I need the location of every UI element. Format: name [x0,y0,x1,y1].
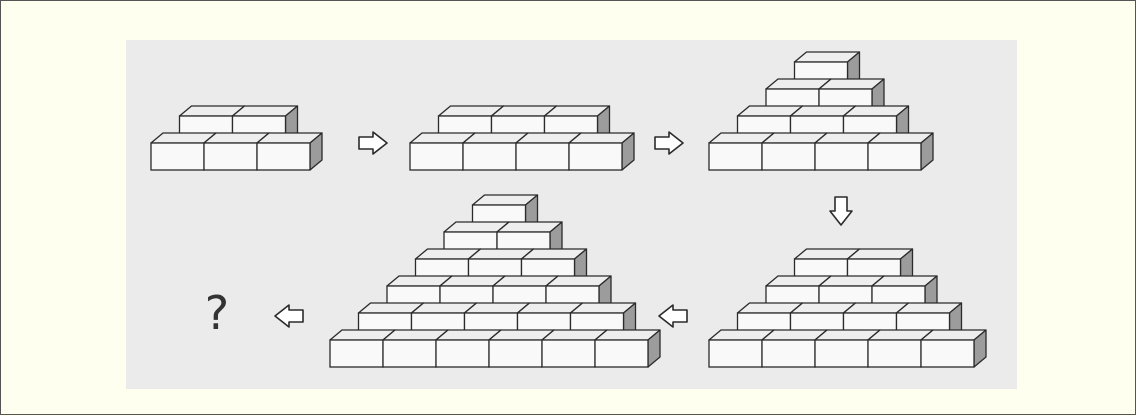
brick-pile-1 [151,106,322,170]
arrow-down-icon [830,197,852,225]
arrow-left-icon [275,305,303,327]
brick [595,330,660,367]
brick-pile-2 [410,106,634,170]
arrow-right-icon [655,132,683,154]
brick [921,330,986,367]
brick-pile-3 [709,52,933,170]
brick [257,133,322,170]
brick-pile-5 [330,195,660,367]
brick-pile-4 [709,249,986,367]
brick [569,133,634,170]
question-mark: ? [197,283,237,343]
arrow-right-icon [359,132,387,154]
brick [868,133,933,170]
arrow-left-icon [659,305,687,327]
